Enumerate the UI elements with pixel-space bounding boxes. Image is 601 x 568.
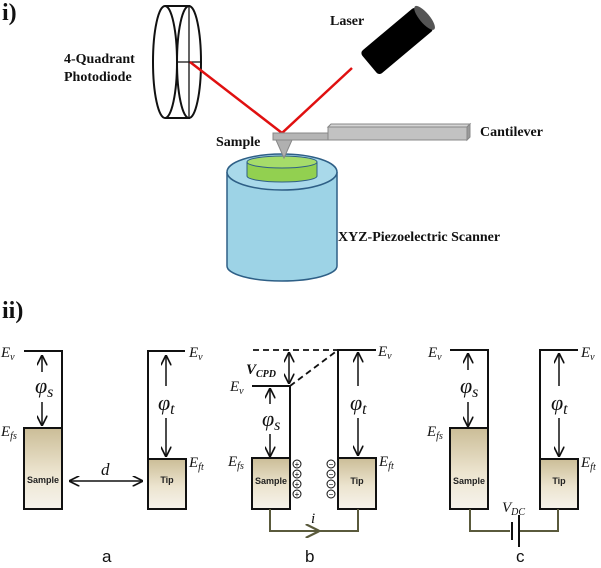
tip-box bbox=[539, 458, 579, 510]
scanner-label: XYZ-Piezoelectric Scanner bbox=[338, 230, 500, 245]
positive-charges: + + + + bbox=[292, 459, 302, 499]
phi-s-symbol: φs bbox=[35, 373, 53, 401]
panel-caption-a: a bbox=[102, 547, 112, 566]
photodiode-label-line2: Photodiode bbox=[64, 70, 132, 85]
phi-s-symbol: φs bbox=[460, 373, 478, 401]
svg-text:−: − bbox=[329, 470, 334, 479]
panel-caption-b: b bbox=[305, 547, 314, 566]
vdc-label: VDC bbox=[502, 500, 525, 518]
ev-label-left: Ev bbox=[0, 345, 15, 363]
photodiode-icon bbox=[152, 5, 202, 119]
panel-caption-c: c bbox=[516, 547, 525, 566]
phi-s-symbol: φs bbox=[262, 406, 280, 434]
efs-label: Efs bbox=[0, 424, 17, 442]
eft-label: Eft bbox=[188, 455, 204, 473]
sample-box-label: Sample bbox=[255, 476, 287, 486]
tip-box-label: Tip bbox=[552, 476, 566, 486]
negative-charges: − − − − bbox=[326, 459, 336, 499]
tip-box bbox=[147, 458, 187, 510]
ev-label-right: Ev bbox=[580, 345, 595, 363]
photodiode-label-line1: 4-Quadrant bbox=[64, 52, 135, 67]
svg-text:+: + bbox=[295, 460, 300, 469]
svg-text:−: − bbox=[329, 490, 334, 499]
tip-box-label: Tip bbox=[160, 475, 174, 485]
eft-label: Eft bbox=[580, 455, 596, 473]
piezo-scanner-icon bbox=[226, 153, 338, 282]
battery-icon bbox=[511, 515, 520, 547]
dc-wire-right bbox=[520, 509, 559, 532]
svg-text:−: − bbox=[329, 480, 334, 489]
tip-box-label: Tip bbox=[350, 476, 364, 486]
sample-box bbox=[449, 427, 489, 510]
section-label-ii: ii) bbox=[2, 298, 23, 324]
phi-t-symbol: φt bbox=[350, 390, 367, 418]
eft-label: Eft bbox=[378, 454, 394, 472]
svg-text:+: + bbox=[295, 490, 300, 499]
sample-box-label: Sample bbox=[27, 475, 59, 485]
efs-label: Efs bbox=[426, 424, 443, 442]
svg-text:+: + bbox=[295, 470, 300, 479]
current-label: i bbox=[311, 511, 315, 527]
laser-icon bbox=[361, 5, 435, 74]
ev-label-right: Ev bbox=[188, 345, 203, 363]
panel-a: Sample Tip φs φt Ev Ev Efs Eft d a bbox=[0, 345, 204, 566]
panel-b: Sample Tip VCPD φs φt Ev Ev Efs Eft + + … bbox=[227, 344, 394, 566]
ev-label-left: Ev bbox=[427, 345, 442, 363]
cantilever-icon bbox=[272, 122, 472, 160]
laser-beam bbox=[189, 61, 353, 135]
dc-wire-left bbox=[469, 509, 510, 532]
svg-text:−: − bbox=[329, 460, 334, 469]
efs-label: Efs bbox=[227, 454, 244, 472]
vcpd-label: VCPD bbox=[246, 362, 276, 380]
ev-label-left: Ev bbox=[229, 379, 244, 397]
sample-box bbox=[23, 427, 63, 510]
cantilever-label: Cantilever bbox=[480, 125, 543, 140]
svg-text:+: + bbox=[295, 480, 300, 489]
sample-label: Sample bbox=[216, 135, 260, 150]
laser-label: Laser bbox=[330, 14, 364, 29]
sample-box-label: Sample bbox=[453, 476, 485, 486]
section-label-i: i) bbox=[2, 0, 17, 26]
phi-t-symbol: φt bbox=[158, 390, 175, 418]
distance-label: d bbox=[101, 460, 110, 479]
phi-t-symbol: φt bbox=[551, 390, 568, 418]
panel-c: Sample Tip φs φt Ev Ev Efs Eft VDC c bbox=[426, 345, 596, 566]
sample-box bbox=[251, 457, 291, 510]
ev-label-right: Ev bbox=[377, 344, 392, 362]
